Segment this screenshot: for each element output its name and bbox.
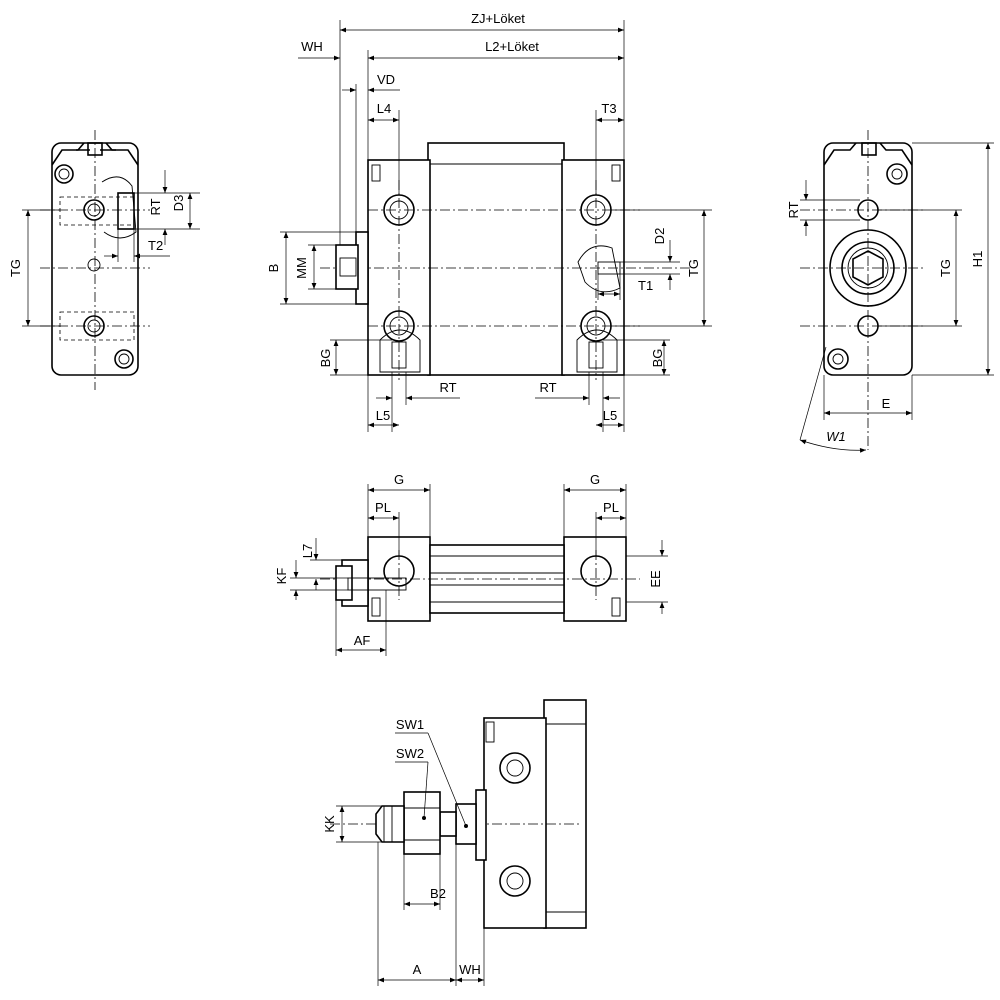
- af-label: AF: [354, 633, 371, 648]
- sw2-label: SW2: [396, 746, 424, 761]
- ee-label: EE: [648, 570, 663, 588]
- rod-end-detail-view: SW1 SW2 KK B2 A WH: [322, 699, 587, 986]
- g-right-label: G: [590, 472, 600, 487]
- pl-left-label: PL: [375, 500, 391, 515]
- left-rt-label: RT: [148, 198, 163, 215]
- w1-label: W1: [826, 429, 846, 444]
- wh-rod-label: WH: [459, 962, 481, 977]
- rt-right-label: RT: [539, 380, 556, 395]
- h1-label: H1: [970, 251, 985, 268]
- wh-top-label: WH: [301, 39, 323, 54]
- l5-right-label: L5: [603, 408, 617, 423]
- l5-left-label: L5: [376, 408, 390, 423]
- d2-label: D2: [652, 228, 667, 245]
- main-top-view: ZJ+Löket L2+Löket WH VD L4 T3 D2 T1: [266, 11, 712, 432]
- mm-label: MM: [294, 257, 309, 279]
- l7-label: L7: [300, 544, 315, 558]
- kk-label: KK: [322, 815, 337, 833]
- left-t2-label: T2: [148, 238, 163, 253]
- pl-right-label: PL: [603, 500, 619, 515]
- l4-label: L4: [377, 101, 391, 116]
- left-tg-label: TG: [8, 259, 23, 277]
- sw1-label: SW1: [396, 717, 424, 732]
- a-label: A: [413, 962, 422, 977]
- right-end-view: RT TG H1 E W1: [786, 130, 994, 453]
- right-tg-label: TG: [938, 259, 953, 277]
- bg-left-label: BG: [318, 349, 333, 368]
- tg-top-label: TG: [686, 259, 701, 277]
- left-end-view: TG RT D3 T2: [8, 130, 200, 390]
- g-left-label: G: [394, 472, 404, 487]
- bg-right-label: BG: [650, 349, 665, 368]
- rt-left-label: RT: [439, 380, 456, 395]
- right-rt-label: RT: [786, 201, 801, 218]
- b2-label: B2: [430, 886, 446, 901]
- zj-label: ZJ+Löket: [471, 11, 525, 26]
- vd-label: VD: [377, 72, 395, 87]
- l2-label: L2+Löket: [485, 39, 539, 54]
- kf-label: KF: [274, 568, 289, 585]
- side-view: G PL G PL L7 KF EE AF: [274, 472, 668, 656]
- t3-label: T3: [601, 101, 616, 116]
- e-label: E: [882, 396, 891, 411]
- b-label: B: [266, 264, 281, 273]
- left-d3-label: D3: [171, 195, 186, 212]
- t1-label: T1: [638, 278, 653, 293]
